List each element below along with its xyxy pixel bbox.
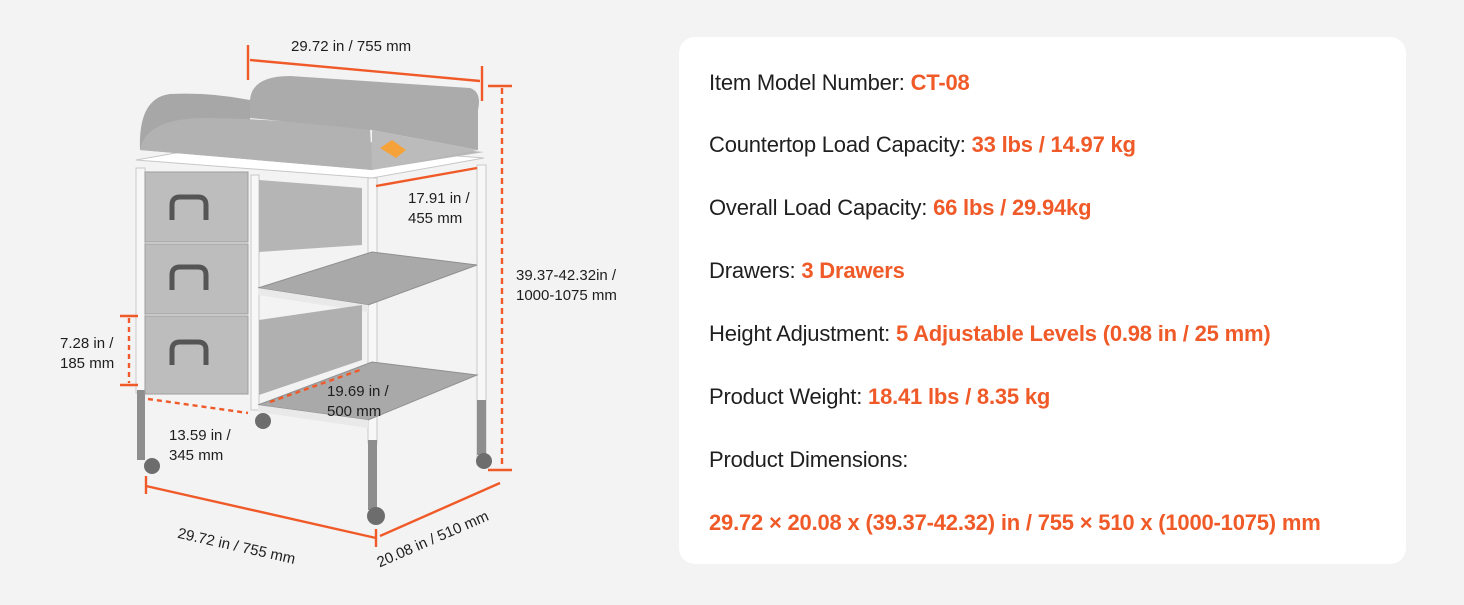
dimension-lines — [120, 45, 512, 547]
drawer-width-label-line1: 13.59 in / — [169, 427, 231, 444]
top-depth-label-line1: 17.91 in / — [408, 190, 470, 207]
spec-countertop-load-label: Countertop Load Capacity: — [709, 132, 972, 157]
drawer-height-label-line2: 185 mm — [60, 355, 115, 372]
spec-weight-value: 18.41 lbs / 8.35 kg — [868, 384, 1051, 409]
top-width-label: 29.72 in / 755 mm — [291, 38, 412, 55]
spec-height-adjustment: Height Adjustment: 5 Adjustable Levels (… — [709, 321, 1271, 347]
spec-drawers-value: 3 Drawers — [801, 258, 905, 283]
spec-countertop-load: Countertop Load Capacity: 33 lbs / 14.97… — [709, 132, 1136, 158]
spec-dimensions-label: Product Dimensions: — [709, 447, 909, 472]
spec-height-adjustment-value: 5 Adjustable Levels (0.98 in / 25 mm) — [895, 321, 1271, 346]
spec-weight: Product Weight: 18.41 lbs / 8.35 kg — [709, 384, 1050, 410]
height-label-line1: 39.37-42.32in / — [516, 267, 617, 284]
top-depth-label-line2: 455 mm — [408, 210, 463, 227]
spec-countertop-load-value: 33 lbs / 14.97 kg — [971, 132, 1136, 157]
spec-drawers: Drawers: 3 Drawers — [709, 258, 905, 284]
drawer-width-label-line2: 345 mm — [169, 447, 224, 464]
spec-dimensions-value: 29.72 × 20.08 x (39.37-42.32) in / 755 ×… — [709, 510, 1321, 535]
spec-weight-label: Product Weight: — [709, 384, 869, 409]
changing-table — [135, 76, 492, 525]
spec-model-label: Item Model Number: — [709, 70, 911, 95]
shelf-width-label-line2: 500 mm — [327, 403, 382, 420]
spec-overall-load-label: Overall Load Capacity: — [709, 195, 934, 220]
spec-height-adjustment-label: Height Adjustment: — [709, 321, 896, 346]
specifications-card: Item Model Number: CT-08 Countertop Load… — [679, 37, 1406, 564]
spec-model-value: CT-08 — [910, 70, 970, 95]
spec-model: Item Model Number: CT-08 — [709, 70, 970, 96]
shelf-width-label-line1: 19.69 in / — [327, 383, 389, 400]
height-label-line2: 1000-1075 mm — [516, 287, 617, 304]
spec-drawers-label: Drawers: — [709, 258, 802, 283]
spec-overall-load: Overall Load Capacity: 66 lbs / 29.94kg — [709, 195, 1092, 221]
drawer-height-label-line1: 7.28 in / — [60, 335, 114, 352]
spec-overall-load-value: 66 lbs / 29.94kg — [933, 195, 1092, 220]
